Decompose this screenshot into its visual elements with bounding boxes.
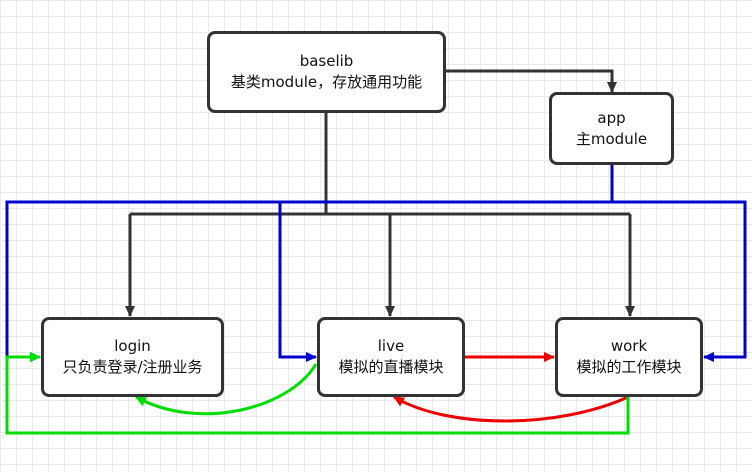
node-live-subtitle: 模拟的直播模块 [338, 358, 444, 376]
node-baselib[interactable]: baselib 基类module，存放通用功能 [207, 31, 446, 113]
edge-work-login [5, 352, 630, 435]
node-live[interactable]: live 模拟的直播模块 [317, 317, 465, 397]
edge-live-login [135, 363, 318, 416]
node-app[interactable]: app 主module [549, 92, 674, 165]
edge-baselib-app [446, 69, 617, 93]
node-live-title: live [377, 337, 405, 355]
edge-app-work [612, 200, 747, 362]
node-baselib-title: baselib [299, 52, 354, 70]
node-login-title: login [114, 337, 151, 355]
node-work-title: work [610, 337, 648, 355]
node-baselib-subtitle: 基类module，存放通用功能 [230, 73, 423, 91]
node-work-subtitle: 模拟的工作模块 [576, 358, 682, 376]
node-login[interactable]: login 只负责登录/注册业务 [41, 317, 224, 397]
node-login-subtitle: 只负责登录/注册业务 [62, 358, 203, 376]
edge-app-live [278, 202, 317, 362]
node-app-subtitle: 主module [575, 129, 648, 148]
node-app-title: app [597, 108, 626, 127]
node-work[interactable]: work 模拟的工作模块 [555, 317, 703, 397]
edge-work-live [393, 395, 629, 423]
